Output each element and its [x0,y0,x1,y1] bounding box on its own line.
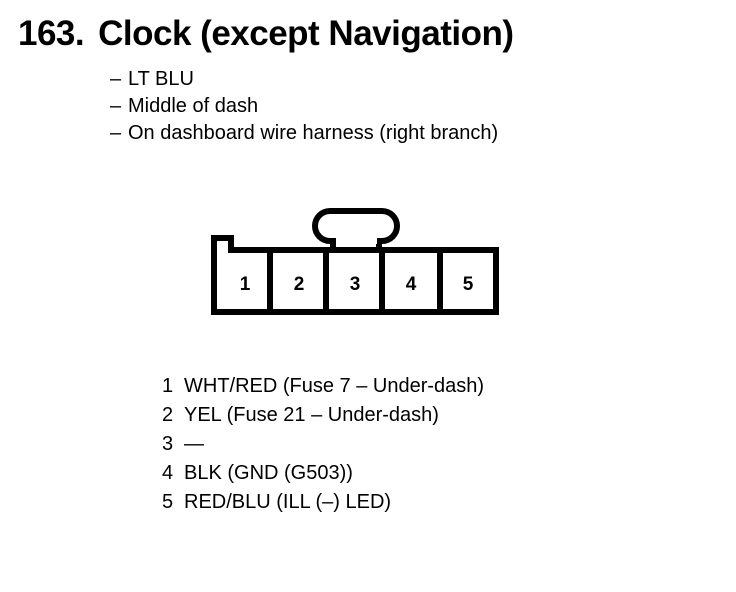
description-line: – On dashboard wire harness (right branc… [110,120,670,147]
connector-body-outline [211,235,499,315]
connector-pin-label-3: 3 [350,274,361,295]
title-item-number: 163. [18,14,85,53]
pin-assignment-row: 5 RED/BLU (ILL (–) LED) [162,488,484,517]
pin-description: — [184,433,204,455]
bullet-dash-icon: – [110,122,122,144]
bullet-dash-icon: – [110,95,122,117]
pin-assignment-row: 3 — [162,430,484,459]
bullet-dash-icon: – [110,68,122,90]
pin-description: YEL (Fuse 21 – Under-dash) [184,404,439,426]
description-text: On dashboard wire harness (right branch) [128,122,499,144]
description-line: – Middle of dash [110,93,670,120]
locking-tab-cutout [336,235,377,244]
connector-pin-label-5: 5 [463,274,474,295]
pin-assignment-row: 1 WHT/RED (Fuse 7 – Under-dash) [162,372,484,401]
pin-description: RED/BLU (ILL (–) LED) [184,491,392,513]
pin-number: 1 [162,375,174,397]
pin-assignment-list: 1 WHT/RED (Fuse 7 – Under-dash) 2 YEL (F… [162,372,484,517]
pin-assignment-row: 4 BLK (GND (G503)) [162,459,484,488]
pin-description: WHT/RED (Fuse 7 – Under-dash) [184,375,485,397]
locking-tab-icon [312,208,400,250]
pin-number: 4 [162,462,174,484]
description-list: – LT BLU – Middle of dash – On dashboard… [110,66,670,147]
description-text: LT BLU [128,68,194,90]
description-line: – LT BLU [110,66,670,93]
title-item-name: Clock (except Navigation) [98,14,514,53]
pin-number: 5 [162,491,174,513]
connector-pin-label-2: 2 [294,274,305,295]
connector-svg: 1 2 3 4 5 [211,208,499,315]
pin-assignment-row: 2 YEL (Fuse 21 – Under-dash) [162,401,484,430]
connector-pin-label-4: 4 [406,274,417,295]
page-title: 163. Clock (except Navigation) [18,14,514,54]
connector-diagram: 1 2 3 4 5 [205,203,505,323]
pin-number: 3 [162,433,174,455]
pin-number: 2 [162,404,174,426]
pin-description: BLK (GND (G503)) [184,462,353,484]
description-text: Middle of dash [128,95,259,117]
connector-pin-label-1: 1 [240,274,251,295]
